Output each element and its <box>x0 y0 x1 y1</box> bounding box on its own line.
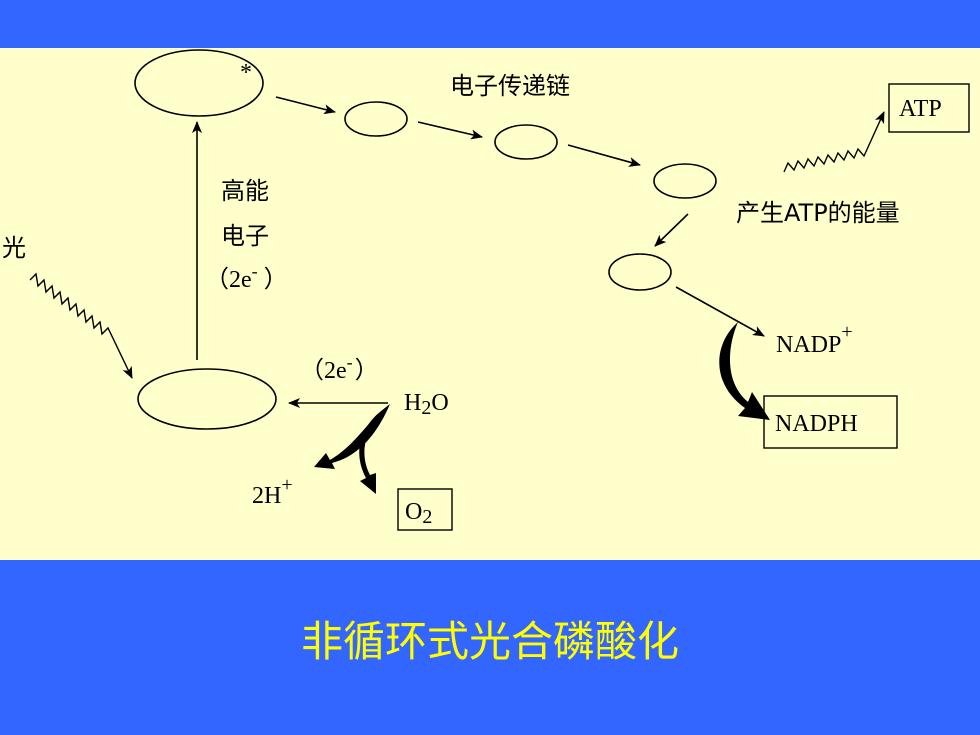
excited-mark: * <box>240 60 252 86</box>
high-energy-label-line1: 高能 <box>221 177 269 205</box>
chain-arrow-4 <box>654 213 689 247</box>
top-band <box>0 0 980 48</box>
carrier-ellipse-3 <box>653 163 717 199</box>
carrier-ellipse-1 <box>344 101 408 137</box>
electron-chain-label: 电子传递链 <box>450 72 570 100</box>
atp-wave-arrow <box>783 111 885 173</box>
water-electron-count: （2e-） <box>300 352 379 384</box>
nadph-curved-arrow <box>719 322 770 420</box>
atp-energy-label: 产生ATP的能量 <box>736 199 900 227</box>
light-wave-arrow <box>29 272 133 379</box>
diagram-panel <box>0 48 980 560</box>
proton-label: 2H+ <box>252 474 293 509</box>
chain-arrow-3 <box>567 144 641 167</box>
oxygen-label: O2 <box>405 499 432 528</box>
nadp-arrow <box>675 286 765 337</box>
excited-photosystem-ellipse <box>134 49 264 117</box>
oxygen-curved-arrow <box>359 406 388 494</box>
nadp-label: NADP+ <box>776 321 853 358</box>
high-energy-label-line2: 电子 <box>221 222 269 250</box>
high-energy-electron-count: （2e-） <box>205 261 288 293</box>
water-label: H2O <box>404 390 449 419</box>
carrier-ellipse-2 <box>494 124 558 160</box>
chain-arrow-1 <box>275 96 336 115</box>
nadph-label: NADPH <box>775 411 858 437</box>
photophosphorylation-diagram: * 电子传递链 高能 电子 （2e-） 光 （2e-） H2O 2H+ O2 A… <box>2 49 970 531</box>
light-label: 光 <box>2 234 26 262</box>
carrier-ellipse-4 <box>608 253 672 291</box>
ground-photosystem-ellipse <box>137 368 277 430</box>
atp-box <box>888 83 970 133</box>
nadph-box <box>763 395 898 449</box>
slide-title: 非循环式光合磷酸化 <box>300 617 679 666</box>
chain-arrow-2 <box>417 121 483 140</box>
oxygen-box <box>397 488 453 531</box>
atp-label: ATP <box>899 96 942 122</box>
